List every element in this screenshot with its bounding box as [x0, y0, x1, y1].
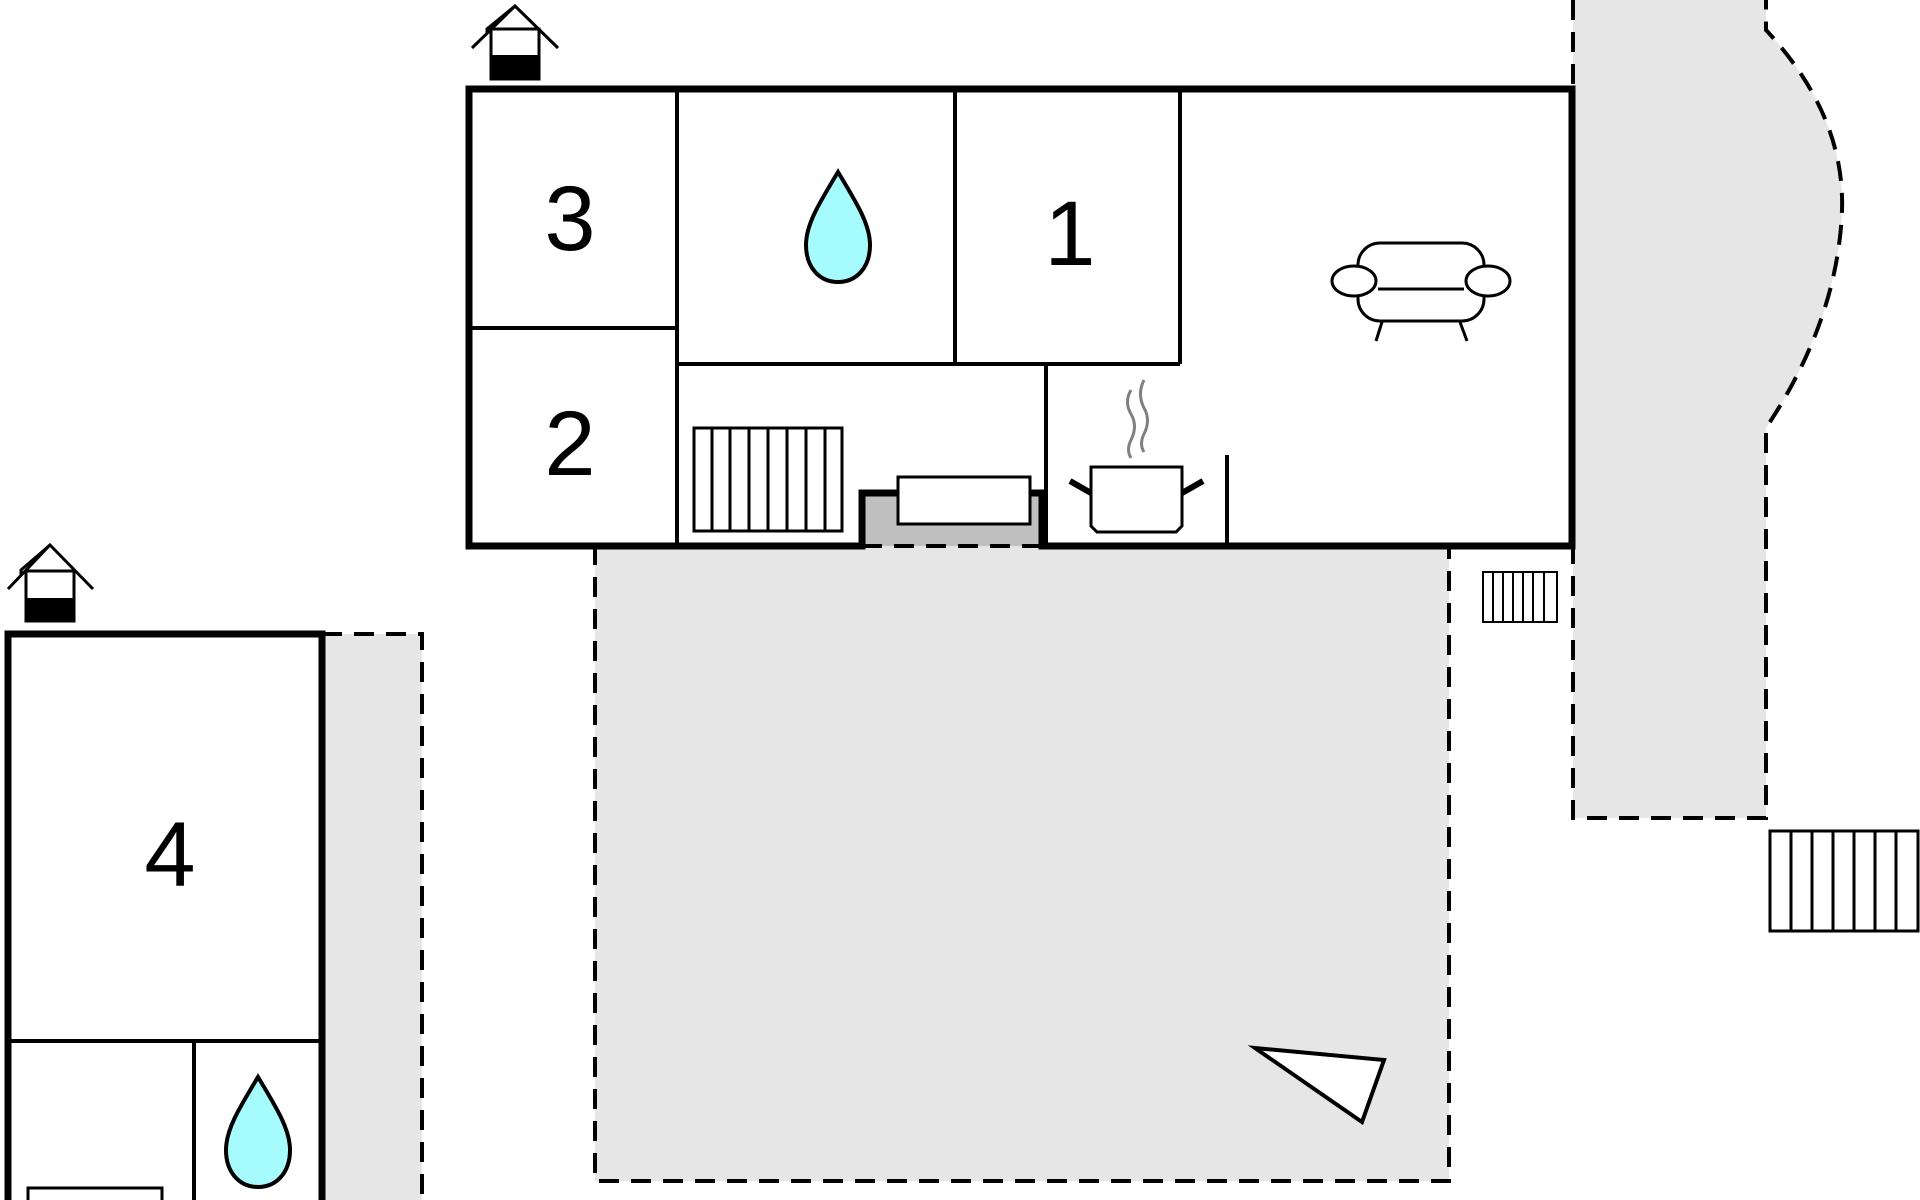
entry-mat: [896, 475, 1032, 526]
water-drop-icon: [803, 168, 873, 285]
annex-furniture: [26, 1186, 164, 1200]
room-label-3: 3: [544, 168, 595, 270]
terrace-border: [593, 545, 1451, 1183]
house-entrance-icon: [6, 542, 95, 623]
small-steps-icon: [1482, 571, 1558, 623]
cooking-pot-icon: [1068, 379, 1205, 534]
sofa-icon: [1330, 241, 1512, 342]
room-label-2: 2: [544, 393, 595, 495]
side-path-border: [1571, 0, 1845, 820]
lounge-chair-icon: [1247, 1045, 1387, 1126]
annex-building-walls: [4, 630, 326, 1200]
side-path-area: [1573, 0, 1843, 818]
annex-strip-area: [322, 634, 422, 1200]
house-entrance-icon: [470, 3, 560, 81]
annex-strip-border: [322, 632, 424, 1200]
room-label-1: 1: [1044, 183, 1095, 285]
stairs-icon: [1768, 829, 1920, 933]
water-drop-icon: [223, 1073, 293, 1190]
room-label-4: 4: [144, 804, 195, 906]
annex-building: 4: [4, 542, 326, 1200]
interior-walls: [472, 92, 1229, 543]
main-building: 3 2 1: [465, 3, 1576, 550]
stairs-icon: [692, 426, 844, 533]
